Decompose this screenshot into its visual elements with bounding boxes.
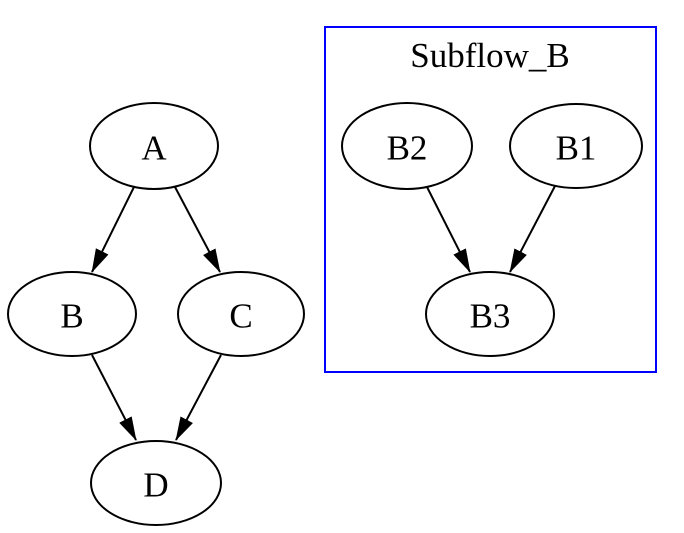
edge-B1-B3 [509,185,556,273]
node-C-label: C [229,297,252,336]
node-B2-shape [341,102,473,190]
node-D-shape [90,440,222,526]
node-B1: B1 [509,103,643,189]
edge-A-C [174,186,221,273]
edge-B2-B3 [426,186,471,273]
node-D-label: D [143,466,168,505]
node-C: C [177,271,305,357]
node-C-shape [177,271,305,357]
node-B1-label: B1 [556,129,597,168]
node-B-label: B [60,297,83,336]
node-B: B [7,271,137,357]
node-B2: B2 [341,102,473,190]
cluster-subflow-b: Subflow_B [324,26,657,373]
node-B2-label: B2 [387,129,428,168]
node-B3: B3 [425,271,555,357]
node-B3-label: B3 [470,297,511,336]
node-A-label: A [141,129,167,168]
edge-C-D [175,354,222,441]
node-A-shape [89,102,219,190]
edge-group [91,185,556,441]
edge-A-B [91,186,135,273]
cluster-subflow-b-title: Subflow_B [410,36,569,75]
edge-B-D [91,354,137,441]
node-D: D [90,440,222,526]
cluster-subflow-b-border [324,26,657,373]
node-B1-shape [509,103,643,189]
node-A: A [89,102,219,190]
node-B3-shape [425,271,555,357]
node-B-shape [7,271,137,357]
